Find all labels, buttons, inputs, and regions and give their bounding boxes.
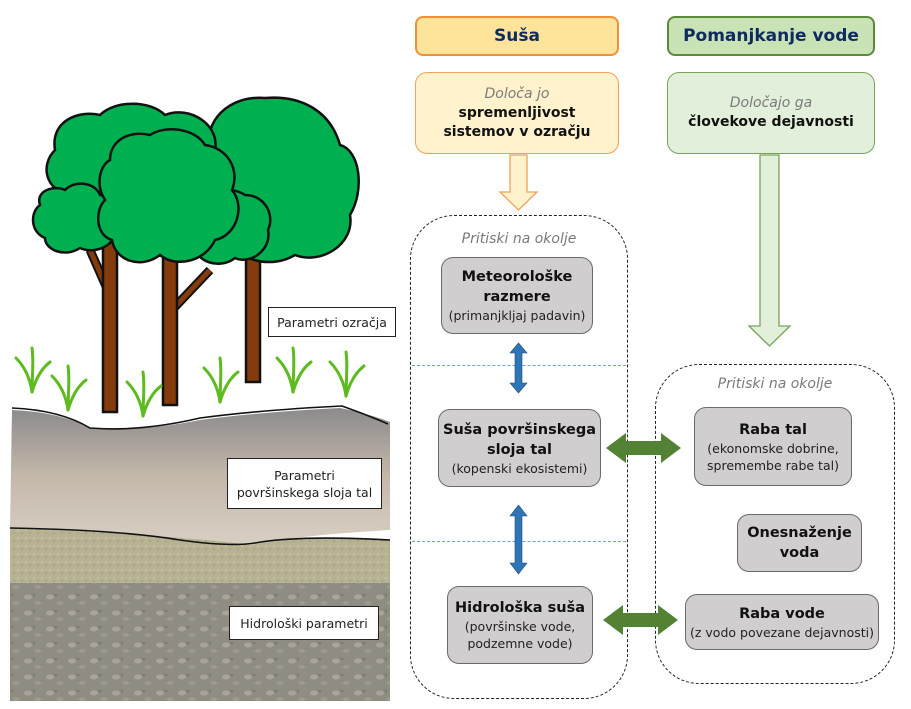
box-title: sloja tal bbox=[486, 441, 553, 458]
water-scarcity-definition-line1: človekove dejavnosti bbox=[688, 114, 854, 130]
topsoil-layer bbox=[10, 408, 390, 545]
box-subtitle: (kopenski ekosistemi) bbox=[451, 460, 588, 476]
grass-tufts bbox=[14, 346, 366, 418]
drought-down-arrow-shape bbox=[498, 154, 539, 211]
water-pressures-title: Pritiski na okolje bbox=[717, 376, 833, 392]
landscape-illustration bbox=[9, 96, 391, 701]
separator-line bbox=[412, 541, 626, 542]
box-title: razmere bbox=[483, 289, 551, 305]
box-subtitle: (površinske vode, bbox=[464, 619, 576, 634]
grass-tuft bbox=[275, 346, 313, 394]
drought-pressures-title: Pritiski na okolje bbox=[461, 231, 577, 247]
drought-definition-line2: sistemov v ozračju bbox=[443, 123, 591, 140]
water-pressures-group bbox=[655, 364, 895, 684]
box-title: Raba tal bbox=[739, 421, 807, 438]
subsoil-line bbox=[9, 527, 391, 546]
box-subtitle: (z vodo povezane dejavnosti) bbox=[690, 624, 874, 640]
drought-definition-lead: Določa jo bbox=[484, 85, 550, 102]
tree-canopy bbox=[97, 128, 240, 264]
separator-line bbox=[412, 365, 626, 366]
box-title: voda bbox=[779, 545, 820, 561]
grass-tuft bbox=[202, 356, 240, 404]
meteorological-conditions-box: Meteorološke razmere (primanjkljaj padav… bbox=[441, 257, 593, 334]
soil-parameters-line1: Parametri bbox=[274, 467, 335, 483]
box-title: Meteorološke bbox=[461, 269, 573, 285]
grass-tuft bbox=[14, 346, 52, 394]
water-scarcity-definition-lead: Določajo ga bbox=[729, 95, 813, 111]
hydrological-parameters-text: Hidrološki parametri bbox=[240, 615, 368, 631]
drought-header: Suša bbox=[415, 16, 619, 56]
tree-trunk bbox=[161, 248, 179, 407]
water-pollution-box: Onesnaženje voda bbox=[737, 514, 862, 572]
grass-tuft bbox=[50, 364, 88, 412]
soil-parameters-line2: površinskega sloja tal bbox=[236, 484, 373, 500]
box-subtitle: (ekonomske dobrine, bbox=[707, 440, 839, 456]
trees bbox=[31, 96, 360, 414]
drought-definition-line1: spremenljivost bbox=[458, 104, 576, 121]
drought-definition-box: Določa jo spremenljivost sistemov v ozra… bbox=[415, 72, 619, 154]
water-scarcity-header: Pomanjkanje vode bbox=[667, 16, 875, 56]
water-scarcity-header-text: Pomanjkanje vode bbox=[683, 26, 859, 46]
atmosphere-parameters-text: Parametri ozračja bbox=[277, 314, 387, 330]
land-use-box: Raba tal (ekonomske dobrine, spremembe r… bbox=[694, 407, 852, 486]
gravel-layer bbox=[10, 583, 390, 701]
hydrological-parameters-label: Hidrološki parametri bbox=[229, 606, 379, 640]
water-down-arrow-shape bbox=[747, 154, 792, 347]
tree-trunk bbox=[101, 228, 119, 414]
soil-drought-box: Suša površinskega sloja tal (kopenski ek… bbox=[438, 409, 601, 487]
surface-line bbox=[11, 405, 389, 430]
box-subtitle: spremembe rabe tal) bbox=[707, 457, 839, 473]
box-title: Hidrološka suša bbox=[454, 600, 585, 616]
water-scarcity-definition-box: Določajo ga človekove dejavnosti bbox=[667, 72, 875, 154]
box-title: Onesnaženje bbox=[747, 525, 852, 541]
atmosphere-parameters-label: Parametri ozračja bbox=[268, 307, 396, 337]
box-subtitle: podzemne vode) bbox=[467, 636, 573, 651]
sand-layer bbox=[10, 528, 390, 583]
box-subtitle: (primanjkljaj padavin) bbox=[448, 308, 586, 323]
grass-tuft bbox=[125, 370, 163, 418]
drought-header-text: Suša bbox=[494, 26, 540, 46]
soil-layers bbox=[9, 405, 391, 701]
hydrological-drought-box: Hidrološka suša (površinske vode, podzem… bbox=[447, 586, 593, 664]
grass-tuft bbox=[328, 350, 366, 398]
box-title: Suša površinskega bbox=[443, 421, 596, 438]
water-use-box: Raba vode (z vodo povezane dejavnosti) bbox=[685, 594, 879, 650]
soil-parameters-label: Parametri površinskega sloja tal bbox=[227, 458, 382, 509]
box-title: Raba vode bbox=[739, 605, 825, 622]
